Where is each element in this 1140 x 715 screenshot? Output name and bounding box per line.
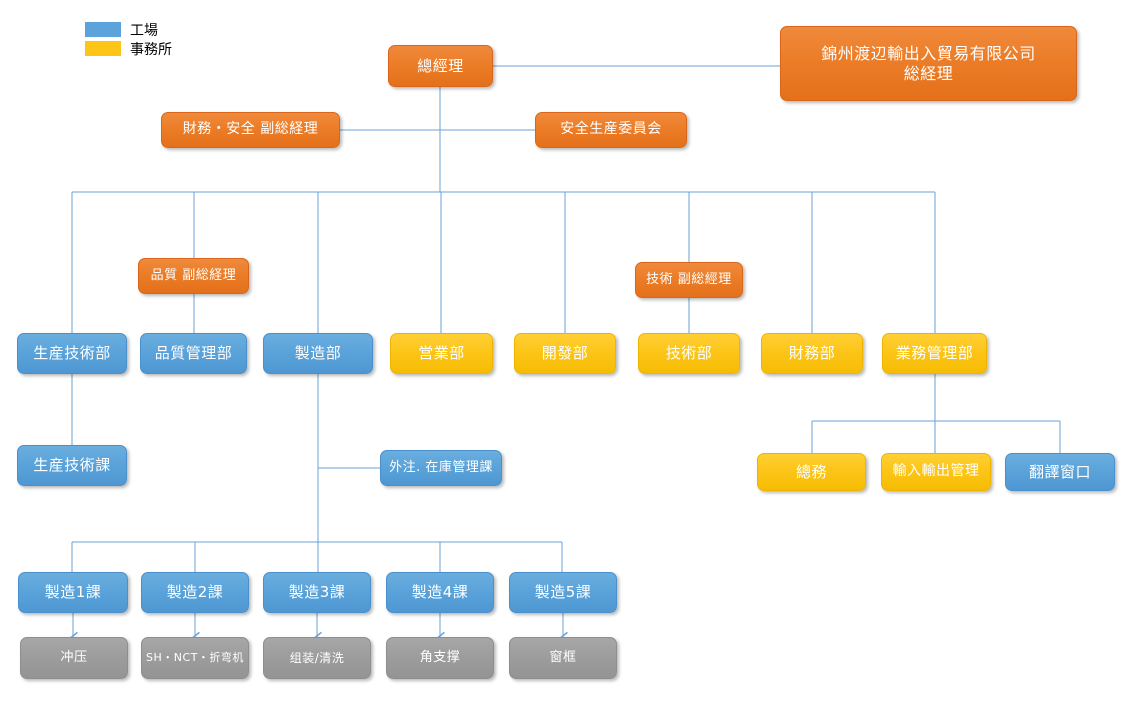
org-node-proc-corner-support[interactable]: 角支撑 xyxy=(386,637,494,679)
org-node-dept-development[interactable]: 開發部 xyxy=(514,333,616,374)
legend-item-factory: 工場 xyxy=(85,20,172,39)
org-node-sec-production-tech[interactable]: 生産技術課 xyxy=(17,445,127,486)
org-node-proc-assembly-wash[interactable]: 组装/清洗 xyxy=(263,637,371,679)
org-node-mfg-5[interactable]: 製造5課 xyxy=(509,572,617,613)
org-node-vp-finance-safety[interactable]: 財務・安全 副総経理 xyxy=(161,112,340,148)
org-node-dept-finance[interactable]: 財務部 xyxy=(761,333,863,374)
org-node-sec-import-export[interactable]: 輸入輸出管理 xyxy=(881,453,991,491)
org-node-dept-sales[interactable]: 営業部 xyxy=(390,333,493,374)
legend-swatch-factory xyxy=(85,22,121,37)
org-node-dept-technology[interactable]: 技術部 xyxy=(638,333,740,374)
legend: 工場 事務所 xyxy=(85,20,172,58)
legend-item-office: 事務所 xyxy=(85,39,172,58)
org-node-dept-quality-mgmt[interactable]: 品質管理部 xyxy=(140,333,247,374)
org-node-general-manager[interactable]: 總經理 xyxy=(388,45,493,87)
org-node-safety-committee[interactable]: 安全生産委員会 xyxy=(535,112,687,148)
org-node-vp-technology[interactable]: 技術 副総經理 xyxy=(635,262,743,298)
org-node-dept-manufacturing[interactable]: 製造部 xyxy=(263,333,373,374)
org-node-mfg-2[interactable]: 製造2課 xyxy=(141,572,249,613)
org-node-mfg-3[interactable]: 製造3課 xyxy=(263,572,371,613)
org-node-proc-window-frame[interactable]: 窗框 xyxy=(509,637,617,679)
org-node-parent-company[interactable]: 錦州渡辺輸出入貿易有限公司 総経理 xyxy=(780,26,1077,101)
org-node-vp-quality[interactable]: 品質 副総経理 xyxy=(138,258,249,294)
org-node-sec-general-affairs[interactable]: 總務 xyxy=(757,453,866,491)
org-node-mfg-4[interactable]: 製造4課 xyxy=(386,572,494,613)
org-node-sec-outsource-stock[interactable]: 外注. 在庫管理課 xyxy=(380,450,502,486)
org-node-dept-business-mgmt[interactable]: 業務管理部 xyxy=(882,333,987,374)
org-node-proc-stamping[interactable]: 冲压 xyxy=(20,637,128,679)
legend-label-office: 事務所 xyxy=(130,41,172,58)
org-node-dept-production-tech[interactable]: 生産技術部 xyxy=(17,333,127,374)
legend-swatch-office xyxy=(85,41,121,56)
org-node-proc-sh-nct-bender[interactable]: SH・NCT・折弯机 xyxy=(141,637,249,679)
org-node-sec-translation-window[interactable]: 翻譯窗口 xyxy=(1005,453,1115,491)
legend-label-factory: 工場 xyxy=(130,22,158,39)
org-node-mfg-1[interactable]: 製造1課 xyxy=(18,572,128,613)
